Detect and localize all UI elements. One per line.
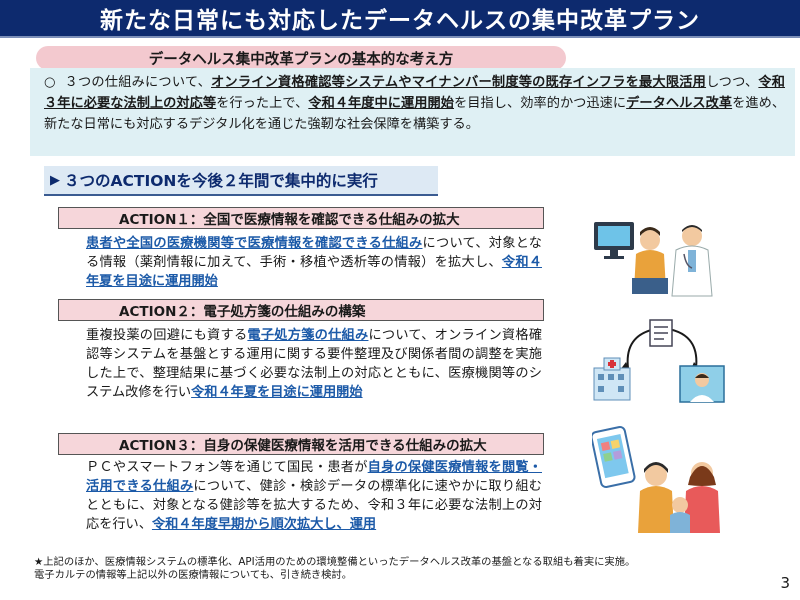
actions-header-text: ３つのACTIONを今後２年間で集中的に実行 <box>64 172 378 190</box>
action-2-text-1: 重複投薬の回避にも資する <box>86 328 248 343</box>
action-2-text-2: について、オンライン資格確認等システムを基盤とする運用に関する要件整理及び関係者… <box>86 328 543 400</box>
footnote-line-1: ★上記のほか、医療情報システムの標準化、API活用のための環境整備といったデータ… <box>34 556 636 568</box>
concept-text-2: しつつ、 <box>706 75 759 90</box>
concept-highlight-4: データヘルス改革 <box>626 96 733 111</box>
concept-highlight-1: オンライン資格確認等システムやマイナンバー制度等の既存インフラを最大限活用 <box>211 75 707 90</box>
action-3-link-1[interactable]: 自身の保健医療情報を閲覧・活用できる仕組み <box>86 460 542 494</box>
action-2-body: 重複投薬の回避にも資する電子処方箋の仕組みについて、オンライン資格確認等システム… <box>86 326 542 402</box>
page-title: 新たな日常にも対応したデータヘルスの集中改革プラン <box>100 8 700 34</box>
triangle-marker-icon: ▶ <box>50 172 60 188</box>
footnote: ★上記のほか、医療情報システムの標準化、API活用のための環境整備といったデータ… <box>34 556 774 582</box>
action-3-link-2[interactable]: 令和４年度早期から順次拡大し、運用 <box>151 517 377 532</box>
concept-highlight-3: 令和４年度中に運用開始 <box>308 96 454 111</box>
action-3-text-2: について、健診・検診データの標準化に速やかに取り組むとともに、対象となる健診等を… <box>86 479 542 532</box>
action-2-link-2[interactable]: 令和４年夏を目途に運用開始 <box>191 385 363 400</box>
title-bar: 新たな日常にも対応したデータヘルスの集中改革プラン <box>0 0 800 38</box>
action-3-body: ＰＣやスマートフォン等を通じて国民・患者が自身の保健医療情報を閲覧・活用できる仕… <box>86 458 542 534</box>
action-1-link-2[interactable]: 令和４年夏を目途に運用開始 <box>86 255 542 289</box>
actions-header: ▶ ３つのACTIONを今後２年間で集中的に実行 <box>44 166 438 196</box>
concept-text-5: を進め、新たな日常にも対応するデジタル化を通じた強靭な社会保障を構築する。 <box>44 96 786 132</box>
concept-text-3: を行った上で、 <box>216 96 309 111</box>
action-1-label: ACTION１：全国で医療情報を確認できる仕組みの拡大 <box>58 207 544 229</box>
action-3-label: ACTION３：自身の保健医療情報を活用できる仕組みの拡大 <box>58 433 544 455</box>
concept-heading: データヘルス集中改革プランの基本的な考え方 <box>36 46 566 70</box>
action-1-text: について、対象となる情報（薬剤情報に加えて、手術・移植や透析等の情報）を拡大し、 <box>86 236 542 270</box>
concept-text-1: ３つの仕組みについて、 <box>64 75 211 90</box>
page-number: 3 <box>780 574 790 592</box>
doctor-patient-monitor-icon <box>594 222 713 297</box>
action-2-label: ACTION２：電子処方箋の仕組みの構築 <box>58 299 544 321</box>
hospital-pharmacy-prescription-icon <box>593 319 725 403</box>
concept-box: ○ ３つの仕組みについて、オンライン資格確認等システムやマイナンバー制度等の既存… <box>30 68 795 156</box>
concept-bullet: ○ <box>44 75 56 90</box>
action-1-link-1[interactable]: 患者や全国の医療機関等で医療情報を確認できる仕組み <box>86 236 423 251</box>
concept-highlight-2: 令和３年に必要な法制上の対応等 <box>44 75 785 111</box>
action-1-body: 患者や全国の医療機関等で医療情報を確認できる仕組みについて、対象となる情報（薬剤… <box>86 234 542 291</box>
action-2-link-1[interactable]: 電子処方箋の仕組み <box>247 328 369 343</box>
action-3-text-1: ＰＣやスマートフォン等を通じて国民・患者が <box>86 460 368 475</box>
footnote-line-2: 電子カルテの情報等上記以外の医療情報についても、引き続き検討。 <box>34 569 353 581</box>
concept-text-4: を目指し、効率的かつ迅速に <box>454 96 627 111</box>
smartphone-family-icon <box>592 426 720 533</box>
